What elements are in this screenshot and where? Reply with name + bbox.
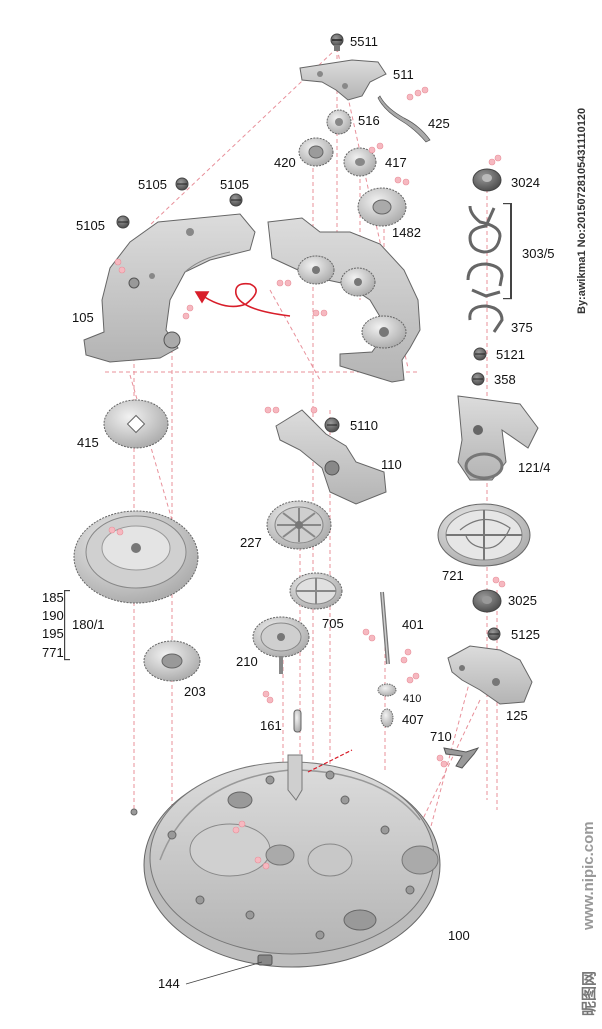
bridge-105 [83,213,256,363]
label-401: 401 [402,617,424,632]
bridge-110 [275,409,387,505]
wheel-210 [252,616,310,674]
wheel-1482 [357,187,407,227]
screw-5105-b [229,193,243,207]
main-plate-100 [130,754,441,968]
screw-144 [257,954,273,966]
label-5105-b: 5105 [220,177,249,192]
label-415: 415 [77,435,99,450]
label-3025: 3025 [508,593,537,608]
label-705: 705 [322,616,344,631]
bracket-180-1 [64,590,66,660]
leader-144 [185,961,263,985]
label-5121: 5121 [496,347,525,362]
pinion-410 [377,683,397,697]
label-190: 190 [42,608,64,623]
label-417: 417 [385,155,407,170]
bridge-125 [447,645,533,705]
spring-425 [377,95,431,143]
train-wheel-a [297,255,335,285]
wheel-227 [266,500,332,550]
barrel-180-1 [73,510,199,604]
wheel-420 [298,137,334,167]
balance-cock-121-4 [457,395,539,481]
screw-358 [471,372,485,386]
label-227: 227 [240,535,262,550]
label-110: 110 [381,457,402,472]
screw-5511 [330,33,344,51]
label-303-5: 303/5 [522,246,555,261]
pin-161 [293,709,302,733]
stem-arrow [307,749,353,773]
label-3024: 3024 [511,175,540,190]
roller-3025 [472,589,502,613]
wheel-203 [143,640,201,682]
screw-5125 [487,627,501,641]
lubrication-markers [108,86,506,870]
label-144: 144 [158,976,180,991]
label-185: 185 [42,590,64,605]
label-5105-c: 5105 [76,218,105,233]
bracket-303-5 [510,203,512,299]
wheel-415 [103,399,169,449]
label-125: 125 [506,708,528,723]
wheel-705 [289,572,343,610]
wheel-417 [343,147,377,177]
label-407: 407 [402,712,424,727]
label-100: 100 [448,928,470,943]
label-420: 420 [274,155,296,170]
screw-5105-c [116,215,130,229]
label-1482: 1482 [392,225,421,240]
screw-5121 [473,347,487,361]
train-wheel-b [340,267,376,297]
label-710: 710 [430,729,452,744]
label-425: 425 [428,116,450,131]
pinion-407 [380,708,394,728]
label-358: 358 [494,372,516,387]
spring-303-5 [466,205,504,298]
rotation-arrow [194,282,291,317]
screw-5105-a [175,177,189,191]
label-410: 410 [403,693,422,705]
label-5110: 5110 [350,418,378,433]
pallet-fork-710 [443,747,480,769]
watermark-logo: 昵图网 [581,970,598,1016]
label-105: 105 [72,310,94,325]
train-bridge [267,217,421,383]
label-180-1: 180/1 [72,617,105,632]
balance-wheel-721 [437,503,531,567]
label-5125: 5125 [511,627,540,642]
label-516: 516 [358,113,380,128]
wheel-516 [326,109,352,135]
label-375: 375 [511,320,533,335]
label-203: 203 [184,684,206,699]
label-5105-a: 5105 [138,177,167,192]
label-771: 771 [42,645,64,660]
cock-511 [299,59,387,101]
watermark-url: www.nipic.com [580,821,597,930]
label-511: 511 [393,67,414,82]
train-wheel-c [361,315,407,349]
label-210: 210 [236,654,258,669]
label-195: 195 [42,626,64,641]
label-721: 721 [442,568,464,583]
stud-3024 [472,168,502,192]
spring-375 [468,304,504,333]
label-121-4: 121/4 [518,460,551,475]
credit-text: By:awikma1 No:20150728105431110120 [576,107,588,314]
screw-5110 [324,417,340,433]
label-5511: 5511 [350,34,378,49]
label-161: 161 [260,718,282,733]
winding-stem-401 [380,591,390,665]
